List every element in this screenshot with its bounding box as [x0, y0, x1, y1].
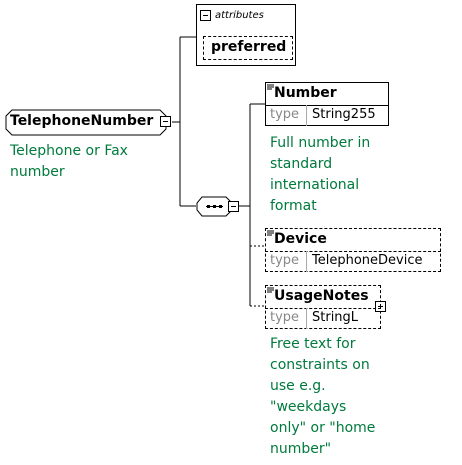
root-documentation: Telephone or Fax number	[10, 143, 128, 180]
collapse-toggle-icon[interactable]	[160, 116, 172, 128]
sequence-compositor[interactable]	[196, 196, 240, 218]
expand-toggle-icon[interactable]	[375, 301, 387, 313]
divider	[265, 308, 381, 309]
element-device-type-label: type	[270, 253, 300, 268]
divider	[306, 105, 307, 126]
element-device-name: Device	[274, 231, 327, 247]
divider	[306, 308, 307, 329]
divider	[306, 251, 307, 272]
element-usagenotes-type-value: StringL	[312, 310, 359, 325]
documentation-icon	[267, 287, 274, 293]
element-usagenotes-name: UsageNotes	[274, 288, 369, 304]
element-number-name: Number	[274, 85, 337, 101]
element-usagenotes[interactable]	[265, 285, 381, 329]
element-number[interactable]	[265, 82, 389, 126]
element-usagenotes-type-label: type	[270, 310, 300, 325]
attribute-preferred-name: preferred	[211, 39, 287, 55]
documentation-icon	[267, 84, 274, 90]
divider	[265, 251, 441, 252]
element-number-type-label: type	[270, 107, 300, 122]
divider	[265, 105, 389, 106]
documentation-icon	[267, 230, 274, 236]
attributes-collapse-icon[interactable]	[200, 10, 212, 22]
root-element-name: TelephoneNumber	[10, 113, 154, 129]
attributes-title: attributes	[215, 10, 264, 21]
attribute-preferred[interactable]	[203, 36, 293, 60]
element-number-type-value: String255	[312, 107, 376, 122]
element-usagenotes-documentation: Free text for constraints on use e.g. "w…	[270, 336, 376, 457]
root-element-shape[interactable]	[5, 109, 167, 136]
element-device[interactable]	[265, 228, 441, 272]
element-number-documentation: Full number in standard international fo…	[270, 135, 371, 214]
element-device-type-value: TelephoneDevice	[312, 253, 423, 268]
